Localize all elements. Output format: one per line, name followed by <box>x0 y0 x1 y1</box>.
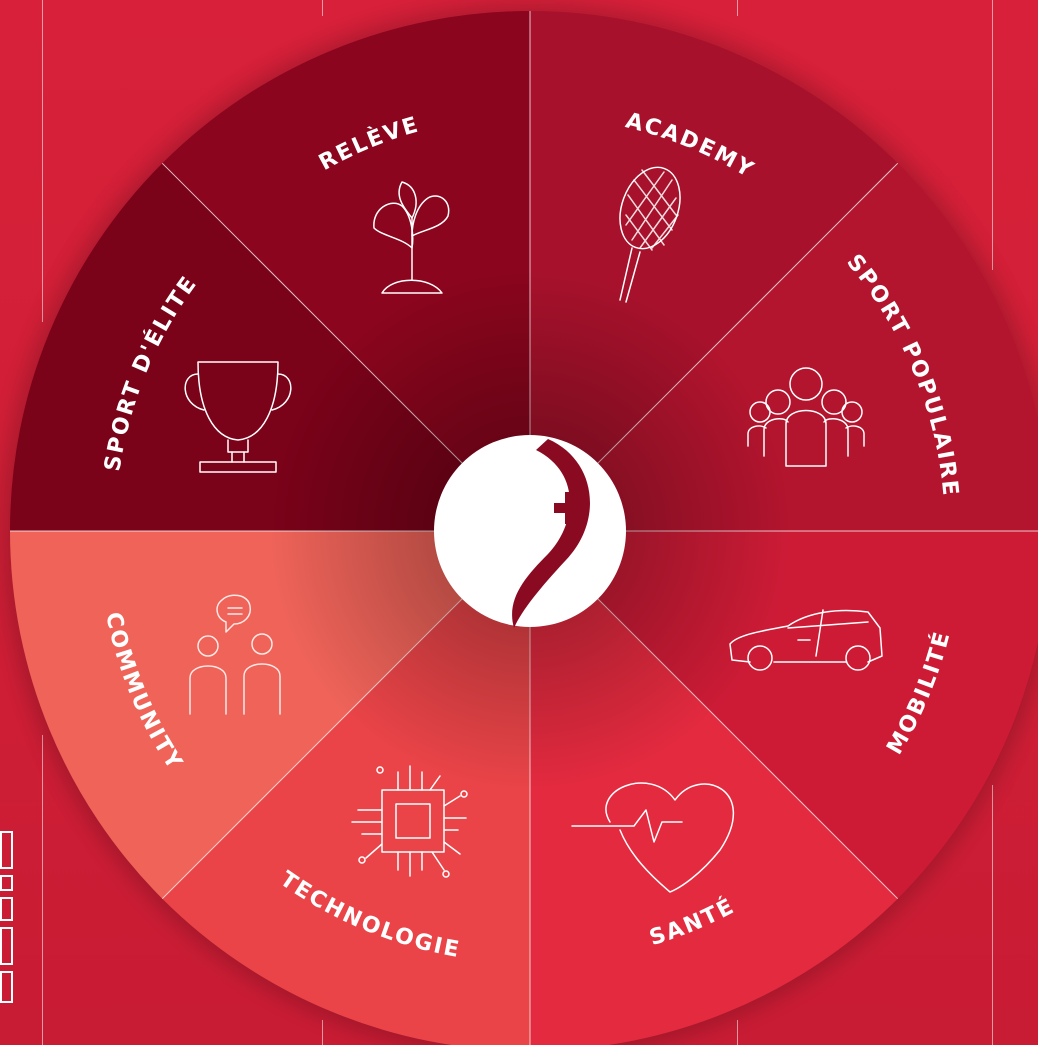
group-people-icon <box>747 367 865 467</box>
court-line <box>737 1020 738 1045</box>
car-icon <box>729 609 883 671</box>
court-line <box>42 735 43 1045</box>
court-line <box>42 0 43 322</box>
heartbeat-icon <box>571 782 735 893</box>
court-line <box>737 0 738 16</box>
chat-people-icon <box>189 594 281 715</box>
microchip-icon <box>351 765 468 878</box>
plant-sprout-icon <box>373 181 450 294</box>
side-logo-mark <box>0 831 13 1003</box>
swiss-cross-logo-icon <box>434 435 626 628</box>
court-line <box>992 785 993 1045</box>
court-line <box>322 0 323 16</box>
court-line <box>992 0 993 270</box>
court-line <box>322 1020 323 1045</box>
tennis-racket-icon <box>619 166 681 303</box>
trophy-icon <box>184 361 292 473</box>
